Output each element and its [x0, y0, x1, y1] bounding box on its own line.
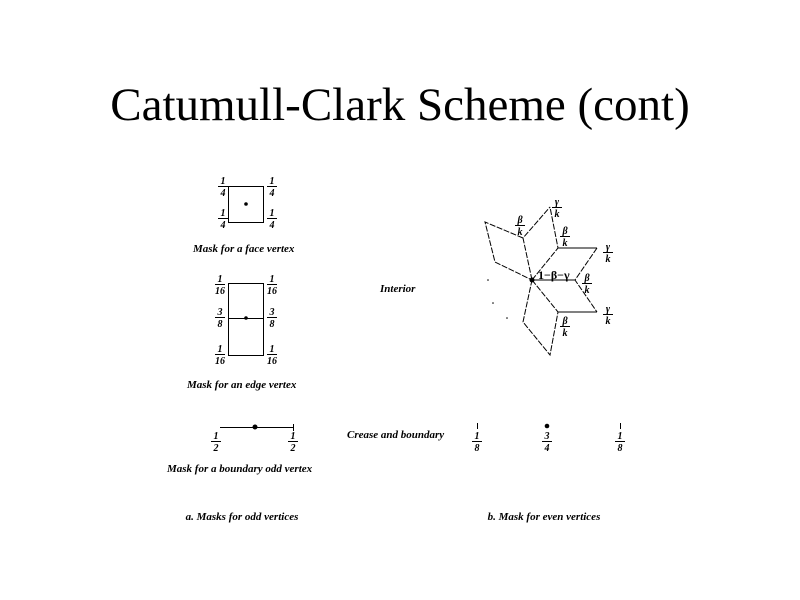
fraction-denominator: 16: [215, 356, 225, 367]
fraction-label: 14: [267, 176, 277, 199]
fraction-label: 116: [267, 274, 277, 297]
fraction-denominator: 16: [267, 286, 277, 297]
boundary-odd-dot: [252, 424, 258, 430]
fraction-label: 34: [542, 431, 552, 454]
fraction-label: γk: [603, 304, 613, 327]
fraction-label: 116: [215, 274, 225, 297]
fraction-label: 14: [218, 208, 228, 231]
fraction-numerator: 1: [270, 274, 275, 285]
face-vertex-mask: 14 14 14 14 Mask for a face vertex: [192, 176, 295, 255]
slide-title: Catumull-Clark Scheme (cont): [110, 79, 690, 131]
fraction-denominator: 16: [215, 286, 225, 297]
fraction-numerator: 1: [218, 274, 223, 285]
edge-mask-caption: Mask for an edge vertex: [186, 379, 297, 391]
fraction-denominator: 8: [270, 319, 275, 330]
fraction-numerator: β: [561, 316, 568, 327]
fraction-label: 18: [472, 431, 482, 454]
fraction-label: 116: [215, 344, 225, 367]
crease-boundary-mask: Crease and boundary 18 34 18: [347, 423, 625, 454]
fraction-label: γk: [552, 197, 562, 220]
fraction-numerator: 1: [221, 176, 226, 187]
fraction-numerator: 3: [217, 307, 223, 318]
fraction-denominator: 8: [475, 443, 480, 454]
fraction-numerator: γ: [555, 197, 560, 208]
fraction-denominator: k: [555, 209, 560, 220]
fraction-numerator: 1: [291, 431, 296, 442]
boundary-odd-mask: 12 12 Mask for a boundary odd vertex: [166, 424, 313, 475]
fraction-numerator: β: [516, 215, 523, 226]
fraction-denominator: 8: [218, 319, 223, 330]
interior-even-mask: Interior 1−β−γ βk γk βk γk βk γk βk: [379, 197, 613, 357]
edge-vertex-mask: 116 116 38 38 116 116 Mask for an edge v…: [186, 274, 297, 391]
fraction-label: 18: [615, 431, 625, 454]
fraction-numerator: 1: [218, 344, 223, 355]
face-mask-caption: Mask for a face vertex: [192, 243, 295, 255]
fraction-label: 14: [218, 176, 228, 199]
fraction-numerator: 1: [618, 431, 623, 442]
fraction-numerator: β: [583, 273, 590, 284]
fraction-denominator: k: [606, 254, 611, 265]
fraction-numerator: β: [561, 226, 568, 237]
fraction-denominator: 4: [269, 220, 275, 231]
fraction-numerator: γ: [606, 304, 611, 315]
edge-rectangle: [228, 283, 264, 356]
fraction-denominator: 4: [220, 188, 226, 199]
center-weight: 1−β−γ: [538, 268, 570, 282]
fraction-denominator: 2: [213, 443, 219, 454]
fraction-denominator: k: [518, 227, 523, 238]
crease-vertex-dot: [544, 423, 550, 429]
fraction-denominator: k: [606, 316, 611, 327]
fraction-denominator: k: [563, 238, 568, 249]
fraction-numerator: 1: [214, 431, 219, 442]
fraction-numerator: 3: [544, 431, 550, 442]
fraction-label: 38: [267, 307, 277, 330]
fraction-label: 12: [211, 431, 221, 454]
fraction-label: βk: [560, 226, 570, 249]
fraction-denominator: 2: [290, 443, 296, 454]
boundary-odd-caption: Mask for a boundary odd vertex: [166, 463, 313, 475]
fraction-label: βk: [560, 316, 570, 339]
fraction-numerator: 1: [270, 176, 275, 187]
fraction-denominator: k: [585, 285, 590, 296]
fraction-label: βk: [515, 215, 525, 238]
fraction-numerator: 1: [270, 344, 275, 355]
odd-vertices-caption: a. Masks for odd vertices: [186, 511, 299, 523]
face-square: [228, 186, 264, 223]
fraction-label: 14: [267, 208, 277, 231]
fraction-denominator: 4: [220, 220, 226, 231]
interior-label: Interior: [379, 283, 416, 295]
fraction-label: 116: [267, 344, 277, 367]
fraction-denominator: k: [563, 328, 568, 339]
fraction-label: γk: [603, 242, 613, 265]
interior-vertex-dot: [529, 277, 535, 283]
fraction-label: 38: [215, 307, 225, 330]
fraction-label: βk: [582, 273, 592, 296]
fraction-numerator: γ: [606, 242, 611, 253]
fraction-numerator: 1: [270, 208, 275, 219]
fraction-numerator: 3: [269, 307, 275, 318]
crease-label: Crease and boundary: [347, 429, 444, 441]
fraction-denominator: 4: [544, 443, 550, 454]
fraction-denominator: 4: [269, 188, 275, 199]
face-vertex-dot: [244, 202, 248, 206]
fraction-numerator: 1: [475, 431, 480, 442]
fraction-numerator: 1: [221, 208, 226, 219]
fraction-denominator: 8: [618, 443, 623, 454]
fraction-denominator: 16: [267, 356, 277, 367]
fraction-label: 12: [288, 431, 298, 454]
even-vertices-caption: b. Mask for even vertices: [488, 511, 601, 523]
edge-vertex-dot: [244, 316, 248, 320]
